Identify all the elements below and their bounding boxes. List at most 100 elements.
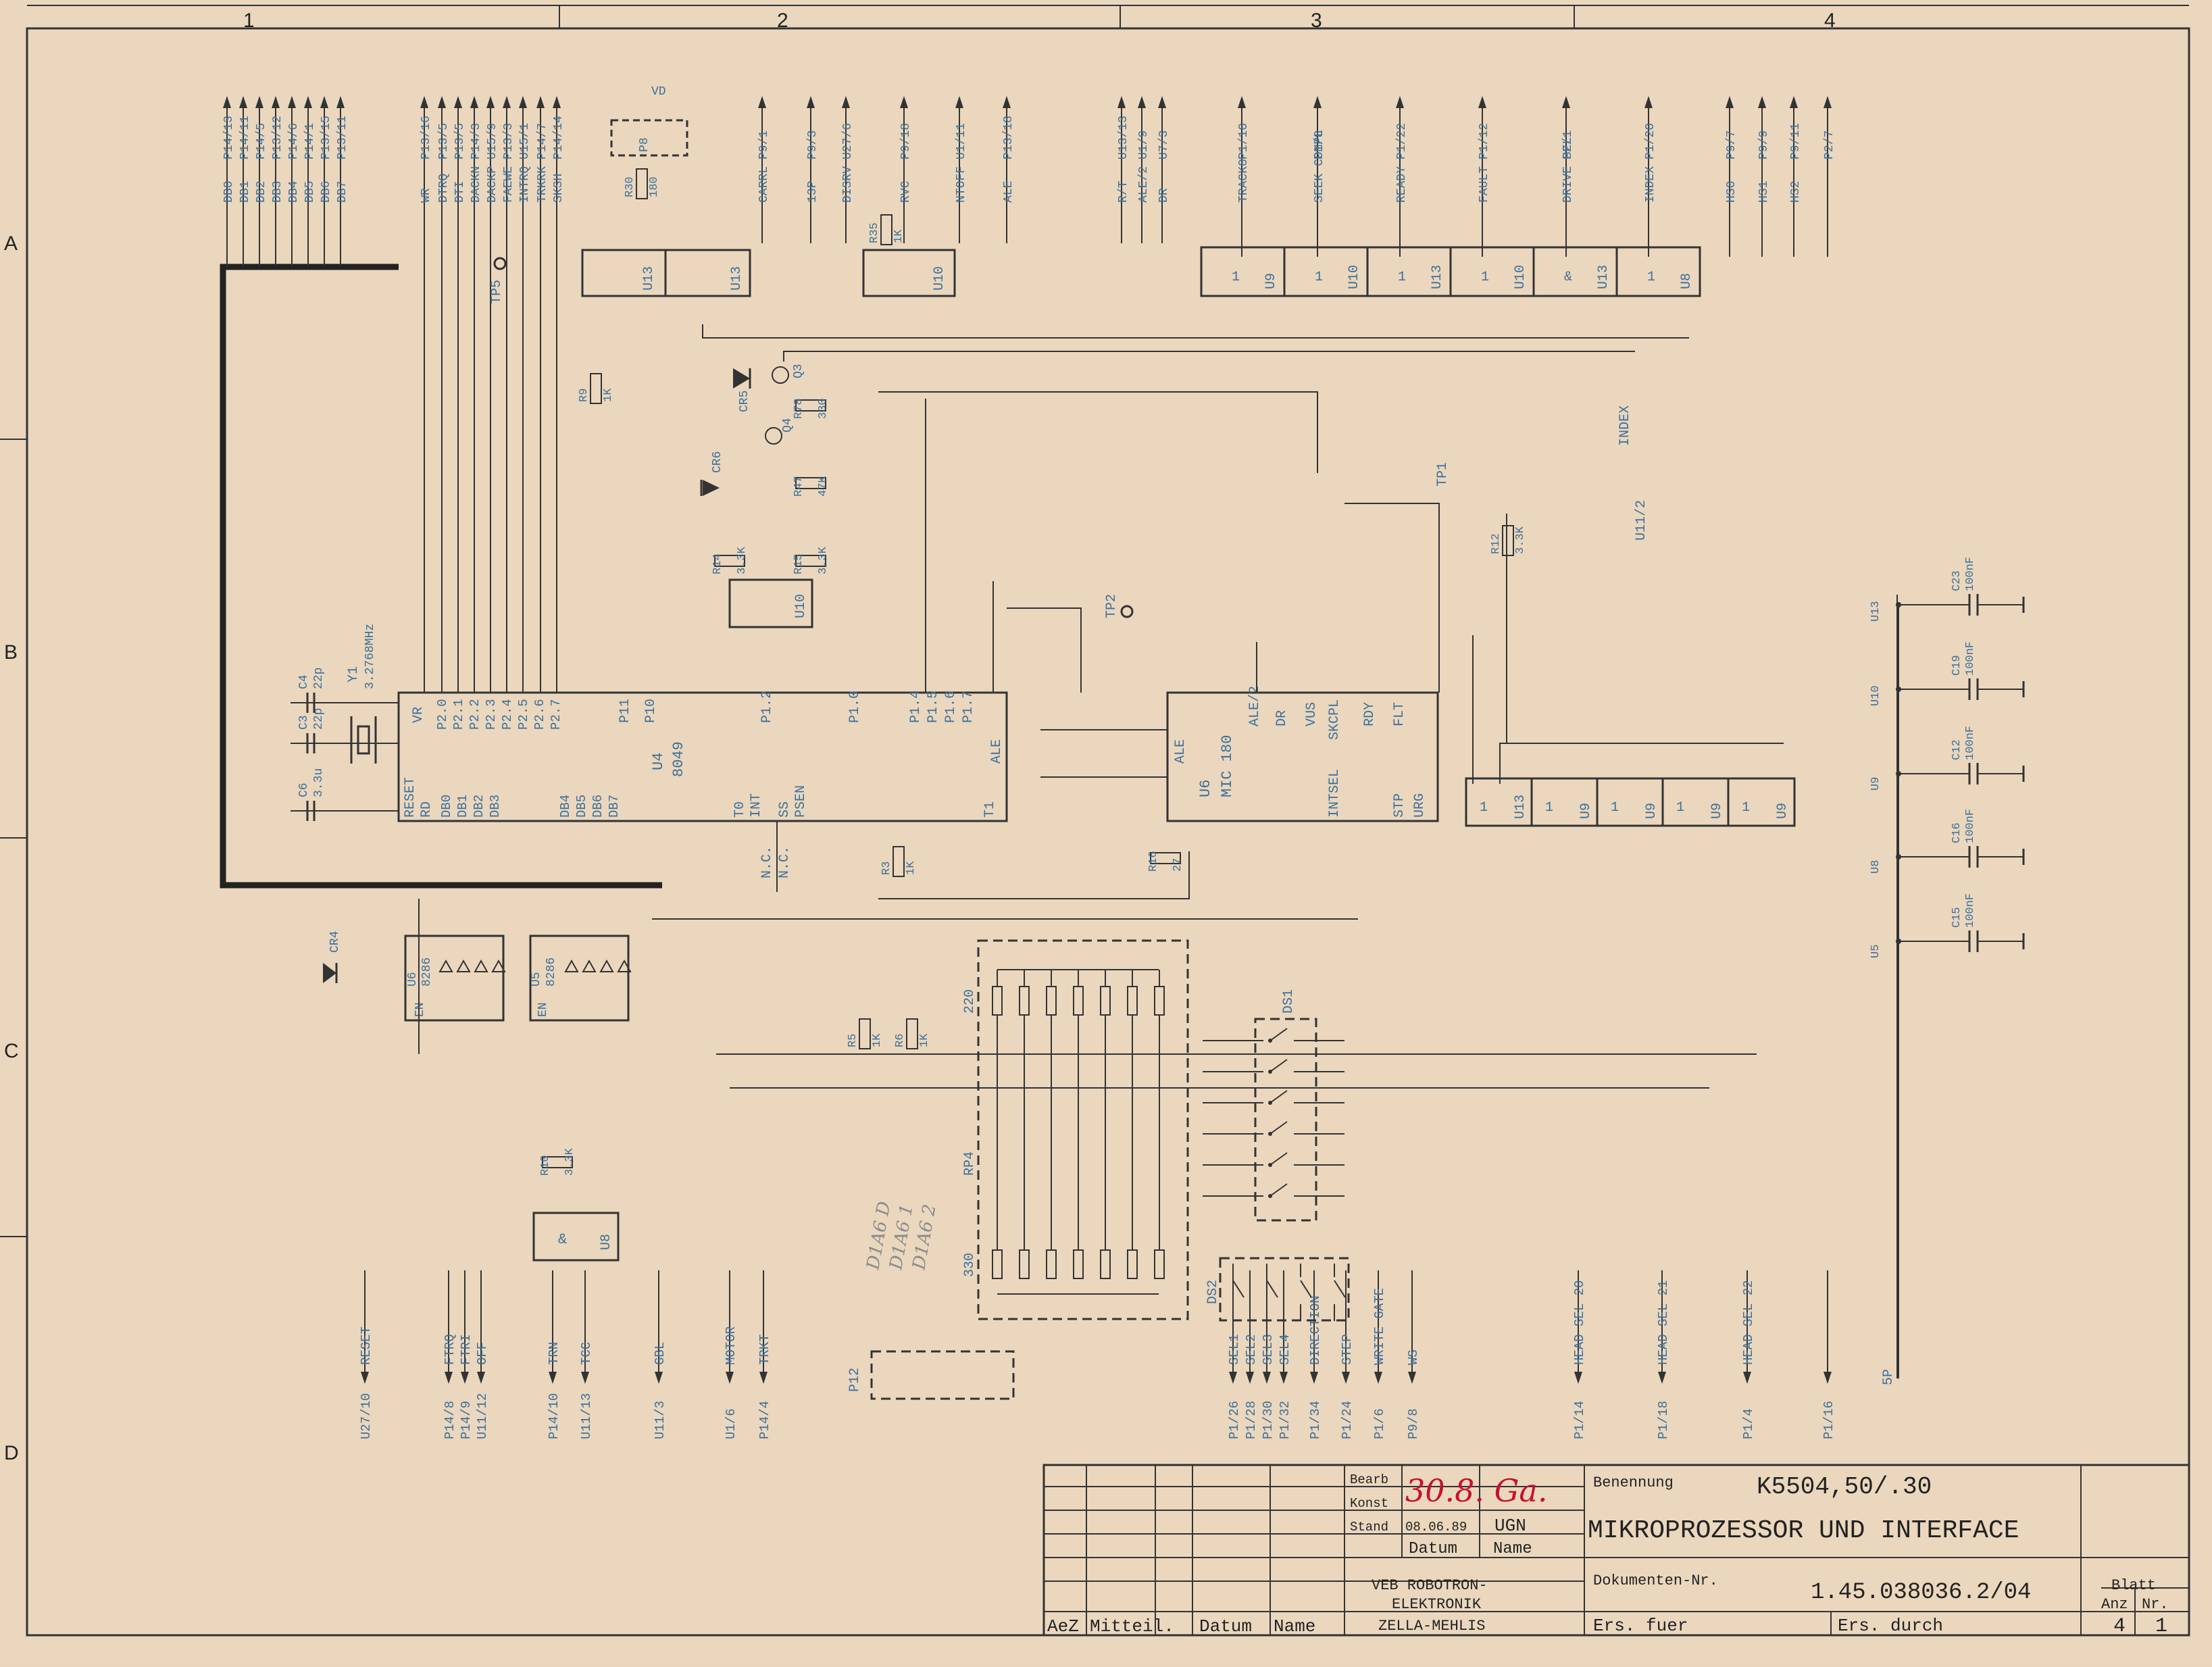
buffer-triangle-7 [617,959,632,972]
gate-right-op: 1 [1545,800,1553,816]
u4-reset: RESET [403,777,418,818]
connector-p8: P8 [610,119,688,157]
q4-label: Q4 [781,418,795,432]
decoupling-ic: U9 [1869,777,1882,791]
top-signal-pin: P14/11 [238,116,252,159]
resistor-ref: R5 [847,1034,859,1047]
top-signal-net: FAEWE [502,166,516,203]
tb-datum: Datum [1409,1540,1457,1558]
top-signal-pin: P14/7 [536,123,549,159]
tb-rev-aez: AeZ [1047,1616,1079,1637]
resistor-value: 1K [918,1033,931,1047]
u4-p17: P1.7 [961,691,976,723]
resistor-pack-rp4: RP4 220 330 [962,939,1189,1320]
decoupling-cap-ref: C12 [1951,739,1963,760]
data-bus [220,264,662,889]
u8-and-gate: & U8 [532,1212,620,1262]
top-signal-pin: U7/3 [1157,130,1171,159]
gate-op: & [1564,270,1572,285]
u8-op: & [558,1231,567,1248]
label-5p-right: 5P [1881,1369,1896,1385]
resistor-value: 27 [1172,858,1184,872]
resistor-ref: R15 [793,553,805,574]
rp4-resistor [1127,986,1138,1016]
bottom-signal-pin: U11/12 [475,1393,490,1439]
tp5-label: TP5 [489,280,505,304]
top-signal-r-t: U13/13R/T [1117,96,1130,243]
top-signal-pin: U1/11 [955,123,968,159]
rp4-resistor [1019,1249,1030,1279]
c3-ref: C3 [297,715,311,730]
bottom-signal-net: HEAD SEL 20 [1572,1280,1587,1365]
resistor-value: 1K [871,1033,884,1047]
bottom-signal-pin: P14/9 [459,1401,474,1439]
buffer-triangle-5 [582,959,597,972]
top-signal-pin: P9/11 [1789,123,1803,159]
top-signal-net: INDEX [1644,166,1657,203]
u4-nc: N.C. [777,846,793,878]
resistor-ref: R9 [578,389,590,402]
top-signal-net: INTRQ [518,166,532,203]
decoupling-cap-ref: C23 [1951,570,1963,591]
test-points: TP5 TP2 TP1 [489,257,1451,618]
buffer-u6-en: EN [413,1002,427,1017]
bottom-signal-pin: U1/6 [724,1408,738,1439]
tb-blatt: Blatt [2111,1577,2156,1594]
bottom-signal-pin: U11/3 [653,1401,668,1439]
tp2-label: TP2 [1104,594,1120,618]
top-signal-net: DACKN [470,166,483,203]
top-signal-pin: P9/9 [1757,130,1771,159]
top-signal-pin: P1/12 [1478,123,1491,159]
u4-port-6: P2.6 [532,699,547,730]
top-signal-net: DR [1157,188,1171,203]
tb-name: Name [1493,1540,1532,1558]
gate-op: 1 [1647,270,1655,285]
gates-u13-pair: U13 U13 U10 U10 [581,249,956,628]
gate-label: U13 [1596,265,1611,289]
u4-db4: DB4 [558,795,573,818]
top-signal-net: DB2 [255,181,268,203]
u4-vr: VR [411,707,426,723]
gate-right-op: 1 [1676,800,1684,816]
top-signal-net: WR [420,188,433,203]
tb-rev-mitteil: Mitteil. [1090,1616,1174,1637]
bottom-signal-16: P9/8WS [1406,1270,1421,1439]
u4-p11: P11 [618,699,633,723]
cr5-label: CR5 [738,391,751,412]
u4-port-3: P2.3 [484,699,499,730]
bottom-signal-pin: P1/28 [1244,1401,1259,1439]
resistor-ref: R78 [793,398,805,419]
gate-right-label: U13 [1513,795,1528,819]
grid-col-3: 3 [1311,9,1322,32]
c4-val: 22p [312,668,326,689]
dip-switch-ds1: DS1 [1203,989,1344,1222]
tb-company-3: ZELLA-MEHLIS [1378,1618,1485,1635]
u4-p12: P1.2 [759,691,775,723]
bottom-signal-net: SEL2 [1244,1334,1259,1365]
top-signal-pin: P9/18 [899,123,913,159]
resistor-value: 3.3K [563,1147,576,1176]
u8-ref: U8 [599,1234,614,1250]
gate-label: U10 [1347,265,1362,289]
